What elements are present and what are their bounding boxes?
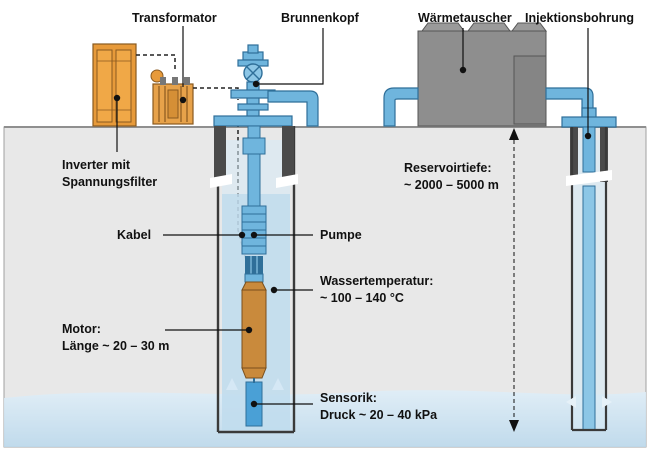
label-inverter-line1: Inverter mit: [62, 158, 131, 172]
transformer-unit: [150, 69, 194, 125]
production-pipe: [267, 90, 319, 127]
label-wellhead: Brunnenkopf: [281, 11, 360, 25]
label-heat-exchanger: Wärmetauscher: [418, 11, 512, 25]
label-motor-line1: Motor:: [62, 322, 101, 336]
label-injection-well: Injektionsbohrung: [525, 11, 634, 25]
leader-dots: [113, 66, 592, 408]
label-inverter-line2: Spannungsfilter: [62, 175, 157, 189]
reservoir-layer: [4, 390, 646, 447]
inverter-transformer-cable: [136, 54, 176, 72]
flow-arrow-left: [226, 378, 238, 390]
label-sensor-line2: Druck ~ 20 – 40 kPa: [320, 408, 438, 422]
label-transformer: Transformator: [132, 11, 217, 25]
label-reservoir-depth-line2: ~ 2000 – 5000 m: [404, 178, 499, 192]
label-motor-line2: Länge ~ 20 – 30 m: [62, 339, 169, 353]
label-reservoir-depth-line1: Reservoirtiefe:: [404, 161, 492, 175]
label-sensor-line1: Sensorik:: [320, 391, 377, 405]
flow-arrow-right: [272, 378, 284, 390]
inverter-cabinet: [92, 43, 137, 127]
label-pump: Pumpe: [320, 228, 362, 242]
wellhead: [230, 44, 276, 119]
pump-assembly: [241, 205, 267, 283]
injection-well: [561, 107, 617, 432]
label-cable: Kabel: [117, 228, 151, 242]
exchanger-inlet-pipe: [383, 87, 419, 127]
label-water-temp-line2: ~ 100 – 140 °C: [320, 291, 404, 305]
depth-arrow: [509, 128, 519, 432]
heat-exchanger: [417, 22, 547, 127]
leader-lines: [116, 26, 589, 405]
label-water-temp-line1: Wassertemperatur:: [320, 274, 433, 288]
